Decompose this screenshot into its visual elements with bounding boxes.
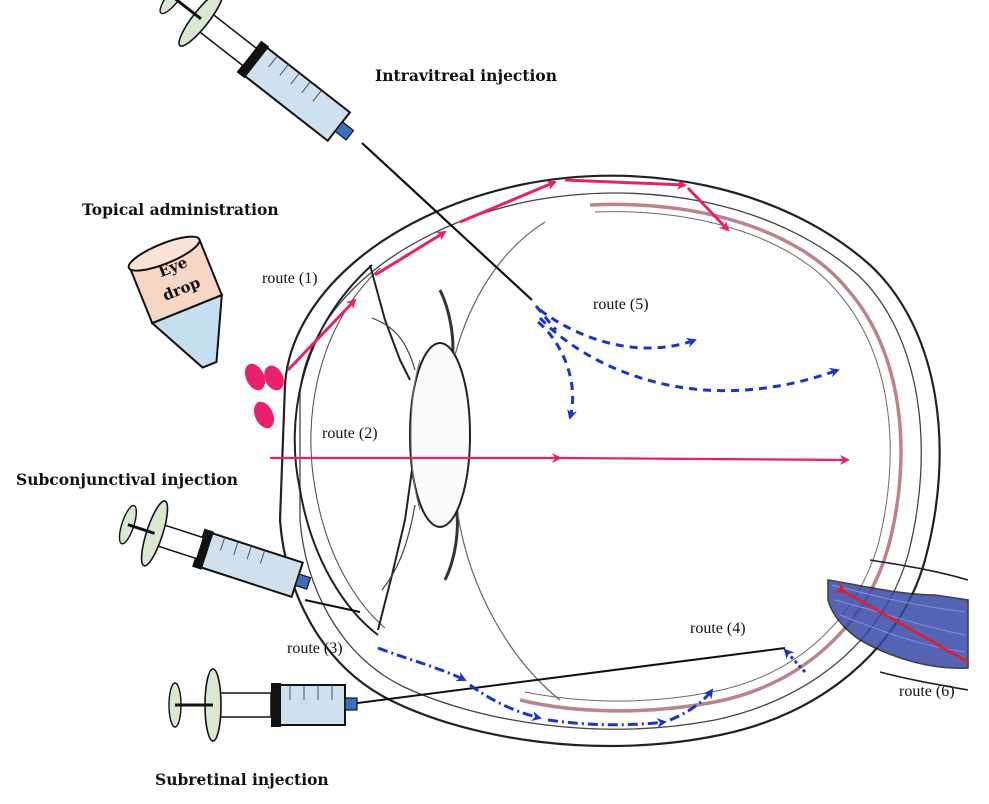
route-5-label: route (5) [593, 296, 649, 313]
route-2-arrow [270, 453, 850, 465]
subretinal-syringe [168, 647, 786, 742]
sclera-inner [299, 192, 922, 730]
retina-layer [519, 202, 903, 713]
intravitreal-injection-label: Intravitreal injection [375, 66, 558, 85]
eye-drops [244, 363, 284, 429]
intravitreal-syringe [159, 0, 533, 301]
route-3-label: route (3) [287, 640, 343, 657]
lens [409, 342, 471, 528]
sclera-outer [278, 174, 941, 748]
route-1-label: route (1) [262, 270, 318, 287]
route-4-arrows [783, 648, 807, 674]
route-6-label: route (6) [899, 683, 955, 700]
topical-administration-label: Topical administration [82, 200, 279, 219]
eyeball [278, 174, 969, 748]
subconjunctival-injection-label: Subconjunctival injection [16, 470, 239, 489]
cornea [293, 264, 379, 636]
iris-lower [377, 469, 413, 631]
route-4-label: route (4) [690, 620, 746, 637]
eye-drop-bottle [127, 235, 224, 369]
subconjunctival-syringe [118, 500, 361, 613]
route-1-arrows [286, 178, 730, 372]
route-2-label: route (2) [322, 425, 378, 442]
route-6-arrow [833, 581, 969, 664]
route-5-arrows [534, 305, 840, 420]
iris-upper [369, 264, 411, 381]
route-3-arrows [377, 646, 714, 728]
subretinal-injection-label: Subretinal injection [155, 770, 329, 789]
